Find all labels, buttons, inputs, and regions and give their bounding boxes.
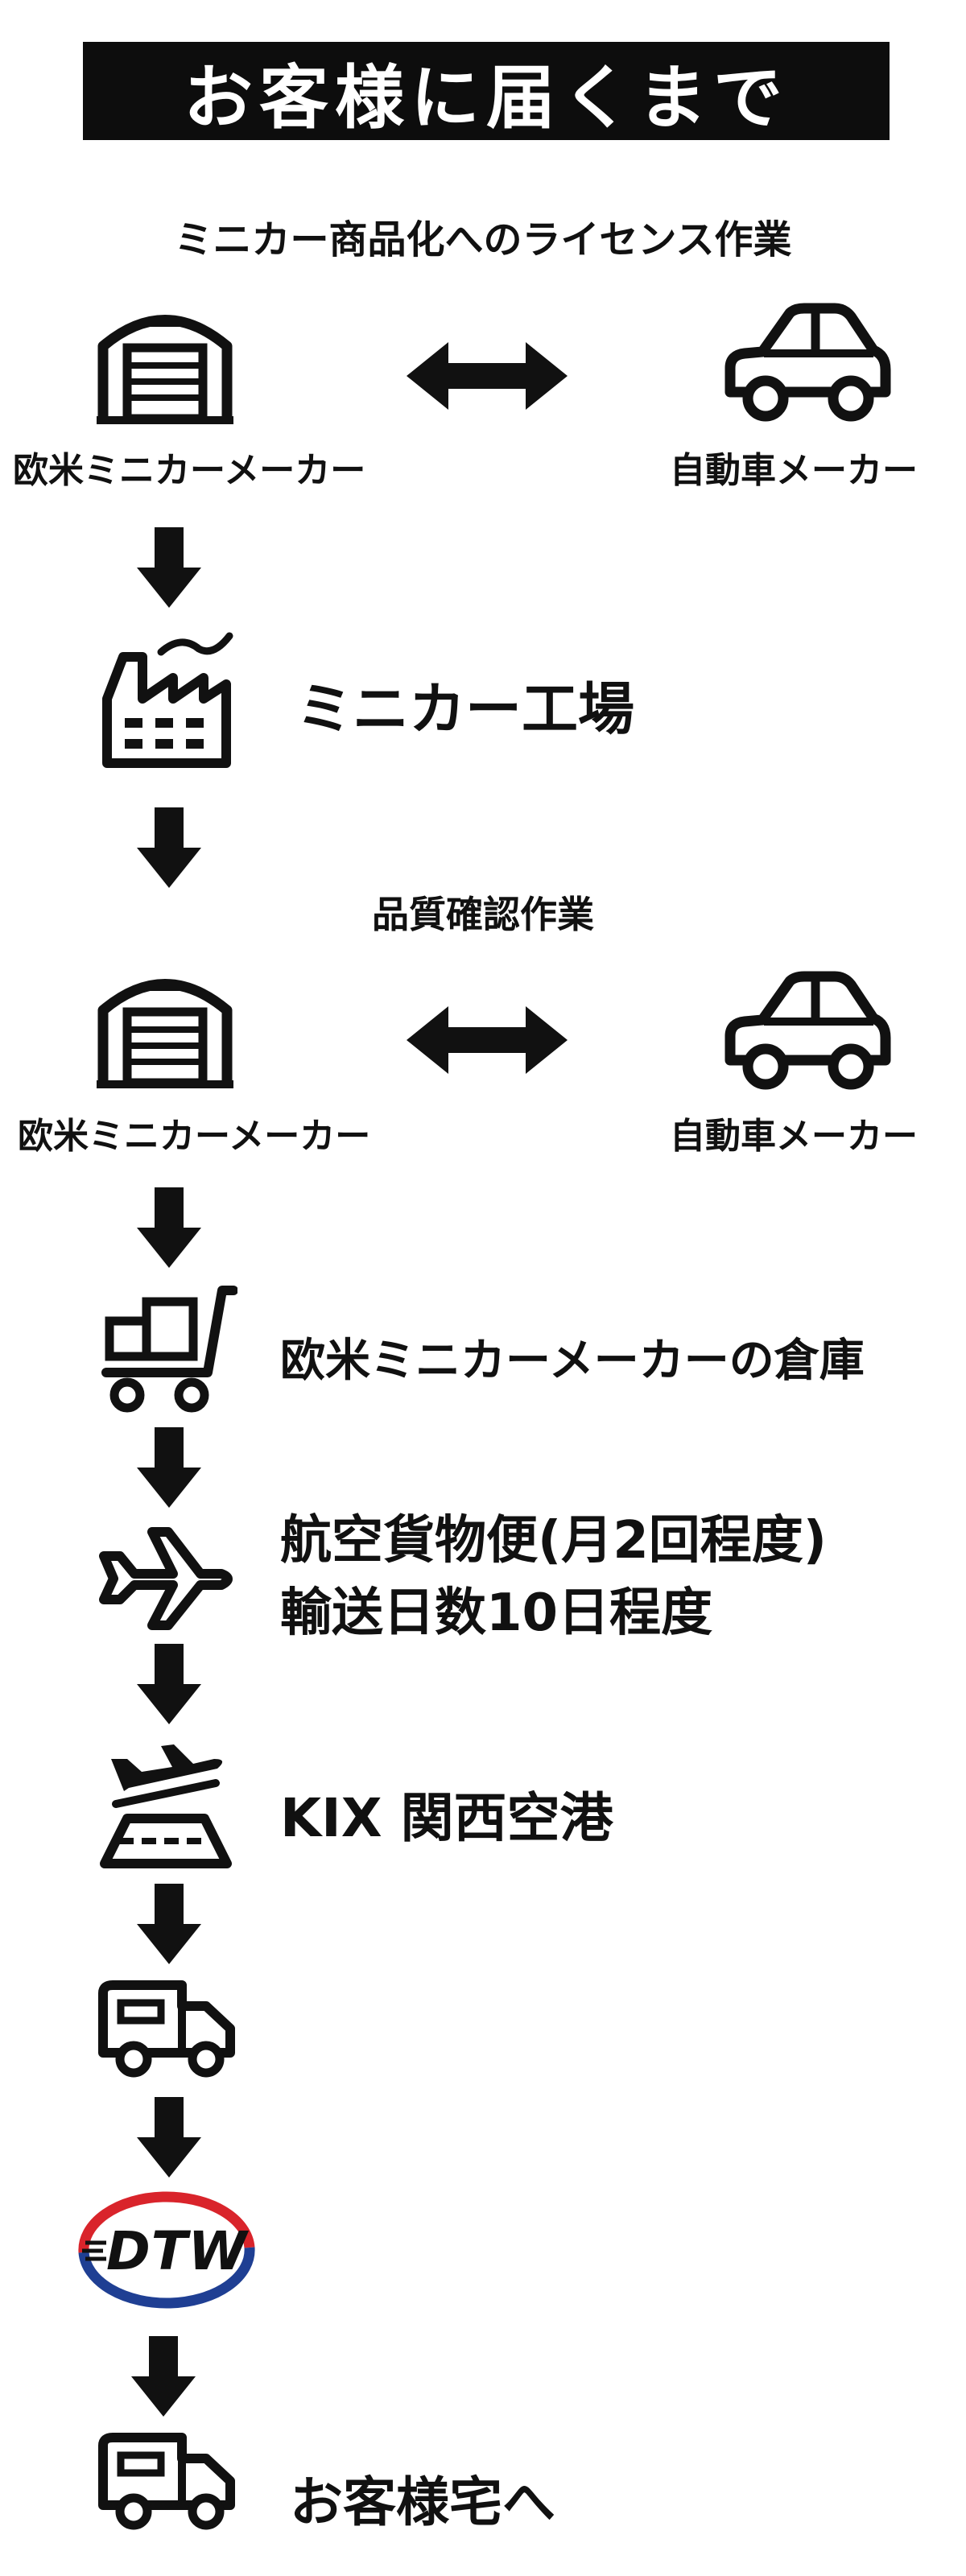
dtw-logo-text: DTW [106, 2220, 248, 2282]
garage-icon [97, 298, 233, 427]
license-heading: ミニカー商品化へのライセンス作業 [174, 217, 792, 262]
car-icon [720, 302, 894, 431]
down-arrow-icon [131, 2336, 196, 2417]
airfreight-line1: 航空貨物便(月2回程度) [280, 1511, 828, 1571]
dtw-logo: DTW [74, 2190, 259, 2310]
down-arrow-icon [137, 1427, 201, 1508]
car-icon [720, 970, 894, 1099]
factory-label: ミニカー工場 [296, 676, 634, 742]
airport-icon [95, 1735, 236, 1872]
airplane-icon [93, 1525, 237, 1630]
license-right-label: 自動車メーカー [670, 450, 918, 491]
down-arrow-icon [137, 2097, 201, 2178]
license-left-label: 欧米ミニカーメーカー [13, 450, 366, 491]
down-arrow-icon [137, 1884, 201, 1964]
garage-icon [97, 962, 233, 1091]
delivery-label: お客様宅へ [290, 2471, 555, 2533]
airfreight-line2: 輸送日数10日程度 [280, 1583, 713, 1643]
down-arrow-icon [137, 807, 201, 888]
down-arrow-icon [137, 1644, 201, 1724]
warehouse-label: 欧米ミニカーメーカーの倉庫 [280, 1335, 865, 1387]
double-arrow-icon [407, 1006, 568, 1074]
airport-label: KIX 関西空港 [280, 1787, 613, 1849]
down-arrow-icon [137, 527, 201, 608]
cart-icon [97, 1284, 237, 1413]
truck-icon [97, 2431, 237, 2532]
quality-left-label: 欧米ミニカーメーカー [18, 1116, 371, 1157]
truck-icon [97, 1979, 237, 2079]
factory-icon [101, 628, 233, 769]
page-title: お客様に届くまで [184, 57, 789, 138]
quality-right-label: 自動車メーカー [670, 1116, 918, 1157]
quality-heading: 品質確認作業 [372, 893, 594, 936]
down-arrow-icon [137, 1187, 201, 1268]
title-bar: お客様に届くまで [83, 42, 890, 140]
double-arrow-icon [407, 342, 568, 410]
